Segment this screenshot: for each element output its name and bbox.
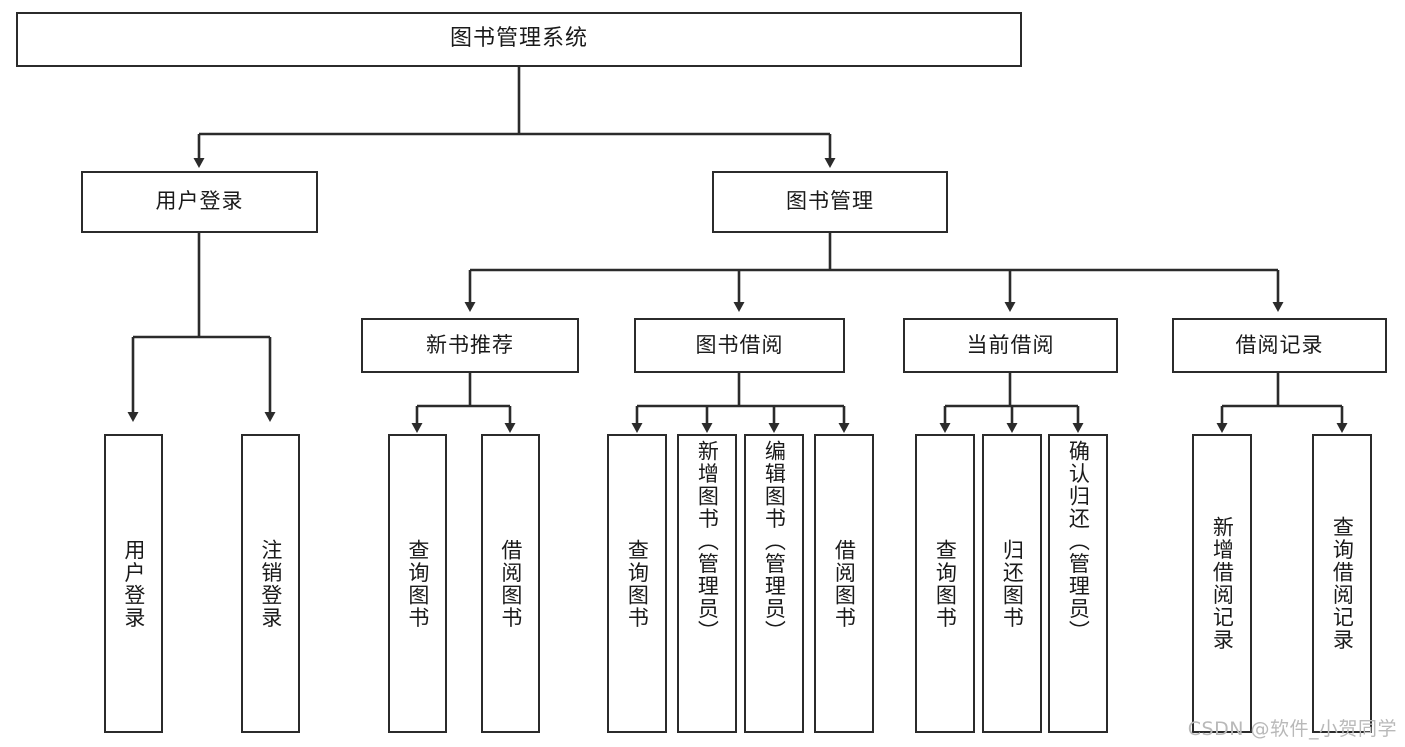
node-current-borrow[interactable]: 当前借阅 <box>903 318 1118 373</box>
node-book-manage[interactable]: 图书管理 <box>712 171 948 233</box>
node-borrow-record[interactable]: 借阅记录 <box>1172 318 1387 373</box>
node-leaf-logout-login[interactable]: 注销登录 <box>241 434 300 733</box>
node-leaf-add-book-label: 新增图书（管理员） <box>695 440 720 643</box>
node-leaf-query-book-2-label: 查询图书 <box>625 538 650 629</box>
node-leaf-user-login[interactable]: 用户登录 <box>104 434 163 733</box>
node-leaf-confirm-return[interactable]: 确认归还（管理员） <box>1048 434 1108 733</box>
node-root-label: 图书管理系统 <box>449 26 588 52</box>
node-root[interactable]: 图书管理系统 <box>16 12 1022 67</box>
node-leaf-edit-book[interactable]: 编辑图书（管理员） <box>744 434 804 733</box>
node-user-login-label: 用户登录 <box>155 189 244 214</box>
node-leaf-return-book[interactable]: 归还图书 <box>982 434 1042 733</box>
node-leaf-query-record-label: 查询借阅记录 <box>1330 516 1355 651</box>
node-leaf-add-record-label: 新增借阅记录 <box>1210 516 1235 651</box>
node-leaf-query-book-1-label: 查询图书 <box>405 538 430 629</box>
node-leaf-user-login-label: 用户登录 <box>121 538 146 629</box>
node-book-borrow-label: 图书借阅 <box>695 332 784 357</box>
node-current-borrow-label: 当前借阅 <box>966 332 1055 357</box>
node-borrow-record-label: 借阅记录 <box>1235 332 1324 357</box>
node-leaf-add-book[interactable]: 新增图书（管理员） <box>677 434 737 733</box>
node-book-manage-label: 图书管理 <box>786 189 874 214</box>
node-leaf-logout-login-label: 注销登录 <box>258 538 283 629</box>
node-leaf-confirm-return-label: 确认归还（管理员） <box>1066 440 1091 643</box>
node-leaf-query-book-3[interactable]: 查询图书 <box>915 434 975 733</box>
node-new-book-recommend[interactable]: 新书推荐 <box>361 318 579 373</box>
node-leaf-edit-book-label: 编辑图书（管理员） <box>762 440 787 643</box>
node-user-login[interactable]: 用户登录 <box>81 171 318 233</box>
node-leaf-add-record[interactable]: 新增借阅记录 <box>1192 434 1252 733</box>
node-leaf-query-book-3-label: 查询图书 <box>933 538 958 629</box>
node-book-borrow[interactable]: 图书借阅 <box>634 318 845 373</box>
node-leaf-borrow-book-1-label: 借阅图书 <box>498 538 523 629</box>
node-leaf-query-record[interactable]: 查询借阅记录 <box>1312 434 1372 733</box>
node-leaf-borrow-book-1[interactable]: 借阅图书 <box>481 434 540 733</box>
node-leaf-return-book-label: 归还图书 <box>1000 538 1025 629</box>
node-leaf-query-book-1[interactable]: 查询图书 <box>388 434 447 733</box>
node-new-book-recommend-label: 新书推荐 <box>426 332 514 357</box>
watermark: CSDN @软件_小贺同学 <box>1187 718 1397 740</box>
node-leaf-borrow-book-2[interactable]: 借阅图书 <box>814 434 874 733</box>
node-leaf-query-book-2[interactable]: 查询图书 <box>607 434 667 733</box>
node-leaf-borrow-book-2-label: 借阅图书 <box>832 538 857 629</box>
